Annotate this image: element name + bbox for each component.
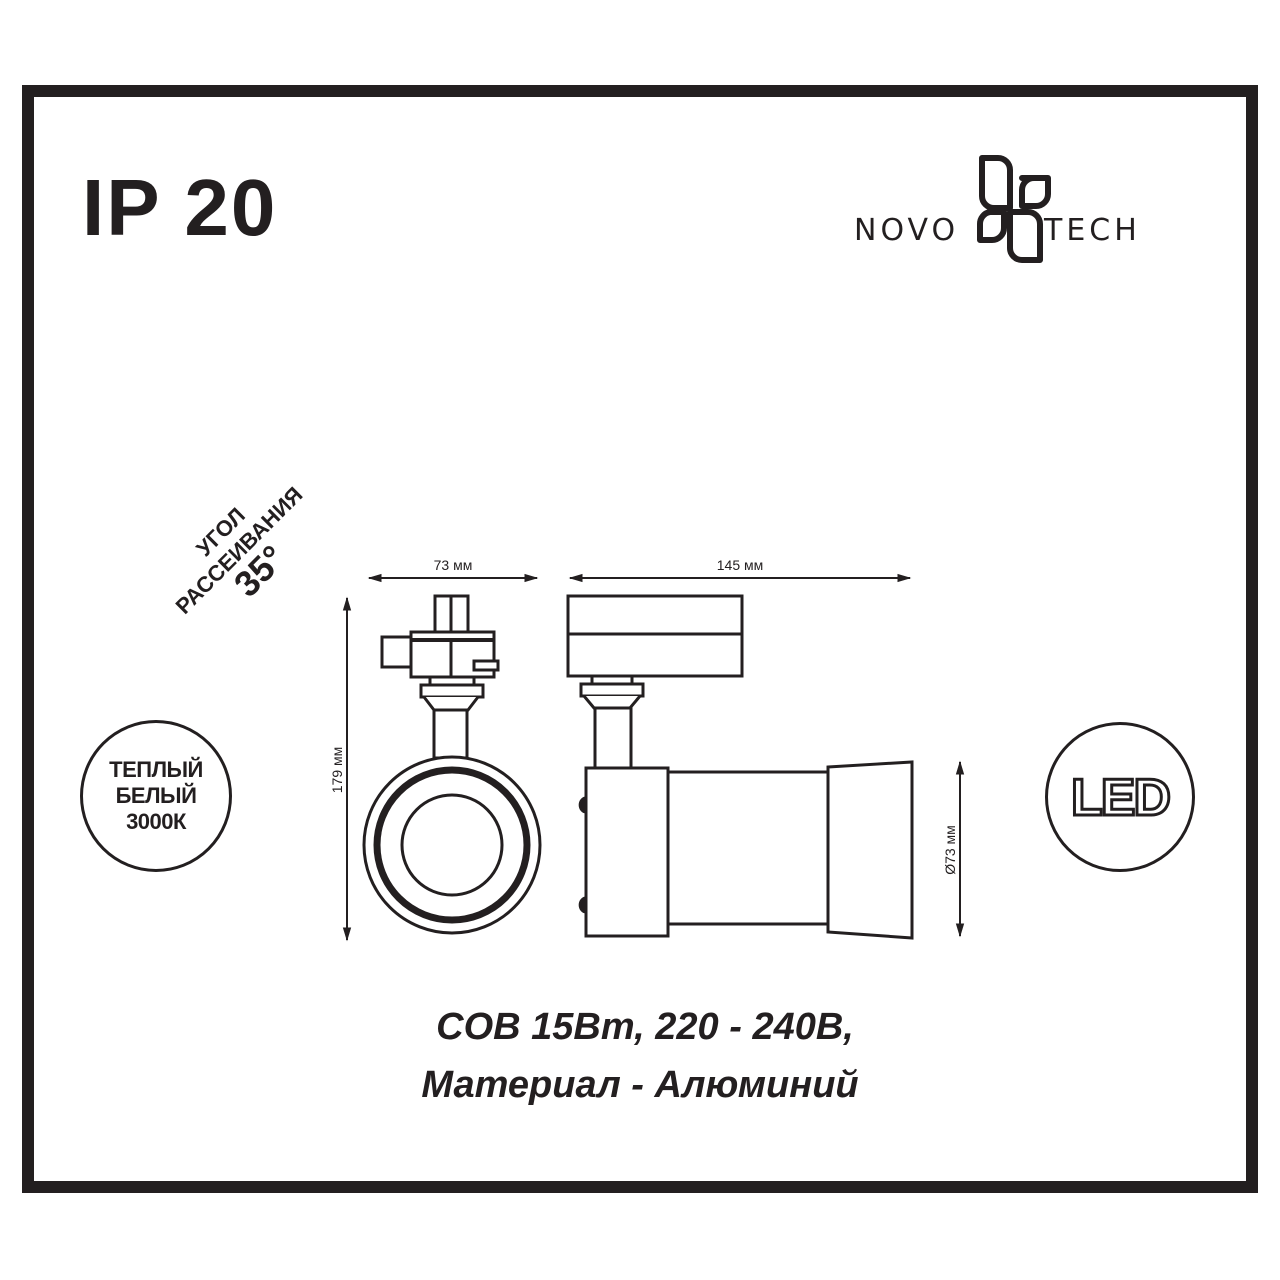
dim-width-label: 73 мм — [434, 557, 473, 573]
side-view — [566, 594, 914, 940]
dim-length-label: 145 мм — [717, 557, 764, 573]
beam-angle-label: УГОЛ РАССЕИВАНИЯ 35° — [171, 482, 308, 619]
dim-height-label: 179 мм — [329, 747, 345, 794]
warm-white-line2: БЕЛЫЙ — [115, 783, 197, 808]
ip-rating: IP 20 — [82, 163, 278, 252]
warm-white-badge: ТЕПЛЫЙ БЕЛЫЙ 3000К — [80, 720, 232, 872]
warm-white-line1: ТЕПЛЫЙ — [109, 757, 203, 782]
warm-white-line3: 3000К — [126, 809, 186, 834]
front-view — [362, 594, 542, 935]
logo-text-left: NOVO — [854, 213, 959, 248]
dim-diameter-label: Ø73 мм — [942, 825, 958, 875]
spec-material: Материал - Алюминий — [421, 1064, 859, 1106]
svg-text:LED: LED — [1071, 769, 1169, 827]
spec-power-voltage: COB 15Вт, 220 - 240В, — [436, 1006, 854, 1048]
novotech-logo: NOVO TECH — [854, 155, 1141, 263]
logo-text-right: TECH — [1043, 213, 1141, 248]
led-badge: LED — [1045, 722, 1195, 872]
led-icon: LED — [1070, 768, 1173, 829]
